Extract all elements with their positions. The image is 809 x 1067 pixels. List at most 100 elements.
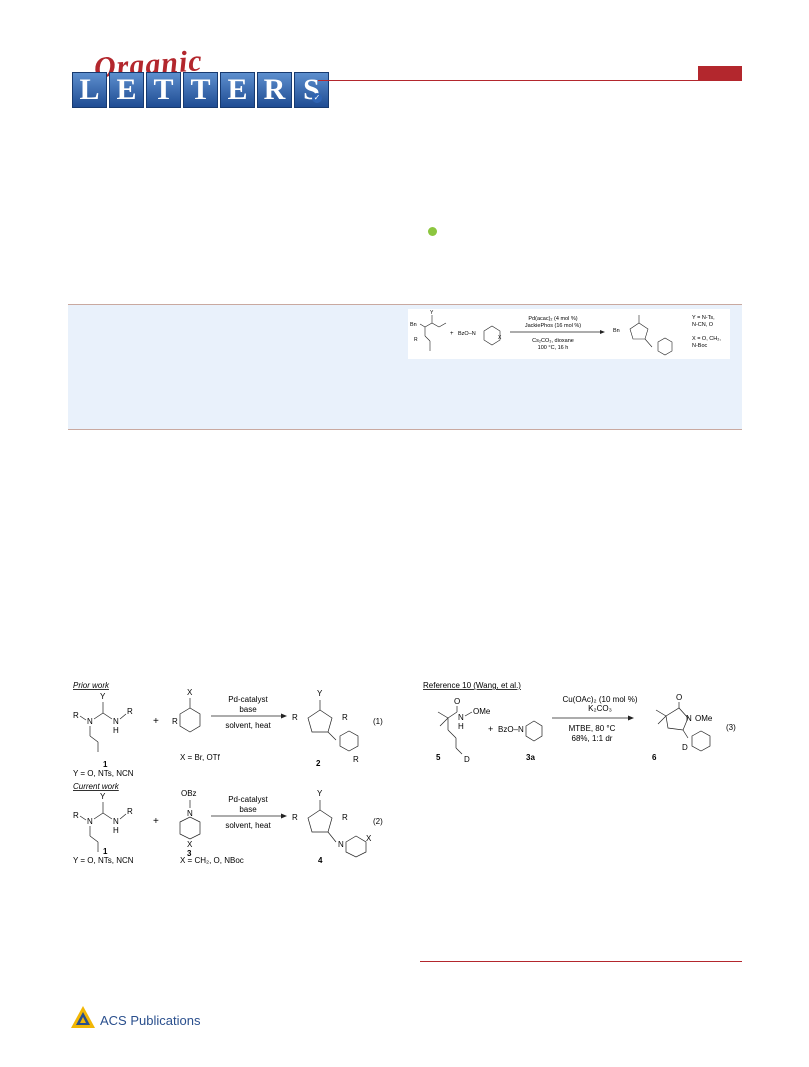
toc-cond-3: Cs₂CO₃, dioxane bbox=[532, 338, 574, 344]
footer-rule bbox=[420, 961, 742, 962]
cond-bot-2: 68%, 1:1 dr bbox=[572, 734, 613, 743]
h-label: H bbox=[113, 826, 119, 835]
h-label: H bbox=[113, 726, 119, 735]
equation-1: (1) bbox=[373, 717, 383, 726]
y-substituent-1: Y = O, NTs, NCN bbox=[73, 769, 134, 778]
logo-letter: T bbox=[183, 72, 218, 108]
journal-logo-letters: L E T T E R S bbox=[72, 72, 329, 108]
equation-2: (2) bbox=[373, 817, 383, 826]
h-label: H bbox=[458, 722, 464, 731]
x-label: X bbox=[187, 840, 193, 849]
r-label: R bbox=[127, 807, 133, 816]
toc-x-note-1: X = O, CH₂, bbox=[692, 336, 721, 342]
y-label: Y bbox=[100, 692, 106, 701]
r-label: R bbox=[342, 713, 348, 722]
n-label: N bbox=[113, 717, 119, 726]
r-label: R bbox=[353, 755, 359, 764]
cond1-mid: base bbox=[239, 705, 257, 714]
toc-y-label: Y bbox=[430, 310, 434, 316]
x-substituent-1: X = Br, OTf bbox=[180, 753, 221, 762]
cond-top-2: K₂CO₃ bbox=[588, 704, 612, 713]
logo-letter: T bbox=[146, 72, 181, 108]
o-label: O bbox=[454, 697, 460, 706]
n-label: N bbox=[338, 840, 344, 849]
reference-heading: Reference 10 (Wang, et al.) bbox=[423, 681, 521, 690]
toc-graphic: Bn Y R + BzO–N X Pd(acac)₂ (4 mol %) Jac… bbox=[408, 309, 730, 359]
compound-1b-label: 1 bbox=[103, 847, 108, 856]
compound-2-label: 2 bbox=[316, 759, 321, 768]
d-label-2: D bbox=[682, 743, 688, 752]
ome-label-2: OMe bbox=[695, 714, 713, 723]
obz-label: OBz bbox=[181, 789, 197, 798]
toc-r-label: R bbox=[414, 337, 418, 343]
verified-check-icon: ✓ bbox=[312, 93, 322, 103]
n-label: N bbox=[113, 817, 119, 826]
toc-y-note-1: Y = N-Ts, bbox=[692, 315, 715, 321]
x-substituent-2: X = CH₂, O, NBoc bbox=[180, 856, 244, 865]
r-label: R bbox=[342, 813, 348, 822]
r-label: R bbox=[292, 713, 298, 722]
toc-reagent: BzO–N bbox=[458, 331, 476, 337]
logo-letter: R bbox=[257, 72, 292, 108]
plus-sign: + bbox=[153, 816, 159, 827]
cond-bot-1: MTBE, 80 °C bbox=[569, 724, 616, 733]
compound-6-label: 6 bbox=[652, 753, 657, 762]
prior-work-heading: Prior work bbox=[73, 681, 110, 690]
cond2-mid: base bbox=[239, 805, 257, 814]
toc-scheme: Bn Y R + BzO–N X Pd(acac)₂ (4 mol %) Jac… bbox=[410, 310, 721, 356]
cond-top-1: Cu(OAc)₂ (10 mol %) bbox=[562, 695, 637, 704]
logo-letter: E bbox=[220, 72, 255, 108]
ome-label-1: OMe bbox=[473, 707, 491, 716]
scheme-right: Reference 10 (Wang, et al.) O D 5 N H OM… bbox=[423, 681, 736, 764]
bzo-label: BzO–N bbox=[498, 725, 524, 734]
toc-bn-label-2: Bn bbox=[613, 328, 620, 334]
scheme-left: Prior work R N Y N H R 1 Y = O, NTs, NCN… bbox=[73, 681, 383, 865]
logo-letter: S bbox=[294, 72, 329, 108]
n-label: N bbox=[187, 809, 193, 818]
n-label: N bbox=[87, 717, 93, 726]
n-label: N bbox=[458, 713, 464, 722]
y-substituent-2: Y = O, NTs, NCN bbox=[73, 856, 134, 865]
toc-x-note-2: N-Boc bbox=[692, 343, 708, 349]
compound-3a-label: 3a bbox=[526, 753, 535, 762]
r-label: R bbox=[73, 811, 79, 820]
cond2-bot: solvent, heat bbox=[225, 821, 271, 830]
cond2-top: Pd-catalyst bbox=[228, 795, 268, 804]
x-label: X bbox=[187, 688, 193, 697]
d-label-1: D bbox=[464, 755, 470, 764]
header-rule bbox=[318, 80, 742, 81]
cond1-top: Pd-catalyst bbox=[228, 695, 268, 704]
n-label: N bbox=[686, 714, 692, 723]
header-tab bbox=[698, 66, 742, 80]
toc-cond-4: 100 °C, 16 h bbox=[538, 345, 569, 351]
plus-sign: + bbox=[488, 724, 493, 734]
y-label: Y bbox=[317, 689, 323, 698]
acs-publications-logo-icon bbox=[71, 1006, 95, 1028]
compound-1-label: 1 bbox=[103, 760, 108, 769]
r-label: R bbox=[127, 707, 133, 716]
logo-letter: L bbox=[72, 72, 107, 108]
toc-y-note-2: N-CN, O bbox=[692, 322, 714, 328]
current-work-heading: Current work bbox=[73, 782, 120, 791]
y-label: Y bbox=[100, 792, 106, 801]
open-access-icon[interactable] bbox=[428, 227, 437, 236]
toc-bn-label: Bn bbox=[410, 322, 417, 328]
cond1-bot: solvent, heat bbox=[225, 721, 271, 730]
r-label: R bbox=[172, 717, 178, 726]
publisher-name[interactable]: ACS Publications bbox=[100, 1013, 201, 1028]
svg-text:+: + bbox=[450, 331, 454, 337]
r-label: R bbox=[292, 813, 298, 822]
compound-4-label: 4 bbox=[318, 856, 323, 865]
o-label: O bbox=[676, 693, 682, 702]
x-label: X bbox=[366, 834, 372, 843]
compound-3-label: 3 bbox=[187, 849, 192, 858]
toc-cond-1: Pd(acac)₂ (4 mol %) bbox=[528, 316, 577, 322]
r-label: R bbox=[73, 711, 79, 720]
toc-cond-2: JackiePhos (16 mol %) bbox=[525, 323, 581, 329]
toc-x-label: X bbox=[498, 335, 502, 341]
plus-sign: + bbox=[153, 716, 159, 727]
logo-letter: E bbox=[109, 72, 144, 108]
n-label: N bbox=[87, 817, 93, 826]
equation-3: (3) bbox=[726, 723, 736, 732]
y-label: Y bbox=[317, 789, 323, 798]
